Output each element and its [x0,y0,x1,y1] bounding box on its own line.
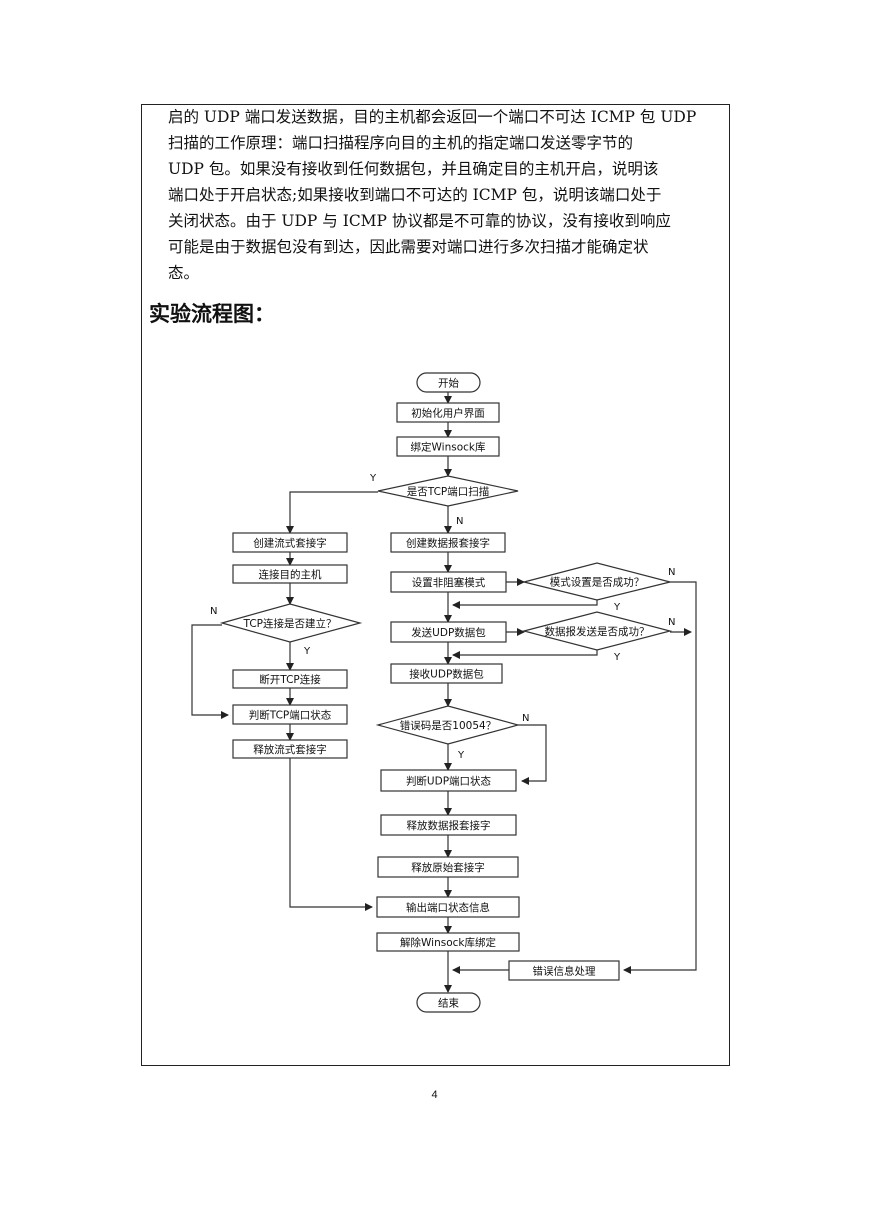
paragraph-line: 端口处于开启状态;如果接收到端口不可达的 ICMP 包，说明该端口处于 [168,186,662,204]
recv-udp-box [390,663,503,684]
section-heading: 实验流程图： [149,302,275,326]
release-stream-socket-label: 释放流式套接字 [253,743,327,756]
errcode-decision [375,705,521,745]
send-udp-box [390,621,507,643]
error-handling-box [508,960,620,981]
release-raw-socket-label: 释放原始套接字 [411,861,485,874]
release-stream-socket-box [232,739,348,759]
init-ui-box [396,402,500,423]
paragraph-line: 关闭状态。由于 UDP 与 ICMP 协议都是不可靠的协议，没有接收到响应 [168,212,671,230]
set-nonblocking-box [390,571,507,593]
mode-set-label: 模式设置是否成功？ [550,576,645,589]
send-udp-label: 发送UDP数据包 [411,626,486,639]
judge-udp-state-label: 判断UDP端口状态 [406,775,492,788]
judge-tcp-state-box [232,704,348,725]
release-datagram-socket-box [380,814,517,836]
page-number: 4 [431,1089,438,1101]
no-label: N [668,617,675,628]
connect-host-label: 连接目的主机 [259,568,322,581]
paragraph-line: UDP 包。如果没有接收到任何数据包，并且确定目的主机开启，说明该 [168,160,659,178]
recv-udp-label: 接收UDP数据包 [409,668,484,681]
no-label: N [668,567,675,578]
create-datagram-socket-box [390,532,506,553]
yes-label: Y [369,473,377,484]
tcp-established-label: TCP连接是否建立？ [243,617,337,630]
mode-set-decision [523,562,671,601]
judge-udp-state-box [380,769,517,792]
disconnect-tcp-box [232,669,348,689]
create-datagram-socket-label: 创建数据报套接字 [406,537,490,550]
set-nonblocking-label: 设置非阻塞模式 [412,576,486,589]
unbind-winsock-label: 解除Winsock库绑定 [400,936,496,949]
init-ui-label: 初始化用户界面 [411,407,485,420]
output-port-info-label: 输出端口状态信息 [406,901,490,914]
output-port-info-box [376,896,520,918]
paragraph-line: 扫描的工作原理：端口扫描程序向目的主机的指定端口发送零字节的 [168,134,634,152]
no-label: N [210,606,217,617]
release-datagram-socket-label: 释放数据报套接字 [407,819,491,832]
disconnect-tcp-label: 断开TCP连接 [259,673,321,686]
body-paragraph: 启的 UDP 端口发送数据，目的主机都会返回一个端口不可达 ICMP 包 UDP… [168,104,724,286]
create-stream-socket-label: 创建流式套接字 [253,537,327,550]
tcp-scan-decision [377,475,519,507]
paragraph-line: 启的 UDP 端口发送数据，目的主机都会返回一个端口不可达 ICMP 包 UDP [168,108,697,126]
start-label: 开始 [438,377,459,390]
bind-winsock-label: 绑定Winsock库 [411,441,486,454]
release-raw-socket-box [377,856,519,878]
datagram-sent-decision [521,611,673,651]
judge-tcp-state-label: 判断TCP端口状态 [249,709,332,722]
paragraph-line: 可能是由于数据包没有到达，因此需要对端口进行多次扫描才能确定状 [168,238,649,256]
errcode-label: 错误码是否10054？ [400,719,496,732]
end-terminal [416,992,481,1013]
connect-host-box [232,564,348,584]
unbind-winsock-box [376,932,520,952]
bind-winsock-box [396,436,500,457]
content-frame [141,104,730,1066]
yes-label: Y [613,652,621,663]
tcp-established-decision [219,603,363,643]
yes-label: Y [613,602,621,613]
error-handling-label: 错误信息处理 [533,965,596,978]
no-label: N [456,516,463,527]
no-label: N [522,713,529,724]
tcp-scan-label: 是否TCP端口扫描 [407,485,489,498]
paragraph-line: 态。 [168,264,200,282]
start-terminal [416,372,481,393]
yes-label: Y [303,646,311,657]
end-label: 结束 [438,997,459,1010]
datagram-sent-label: 数据报发送是否成功？ [545,625,650,638]
yes-label: Y [457,750,465,761]
create-stream-socket-box [232,532,348,553]
